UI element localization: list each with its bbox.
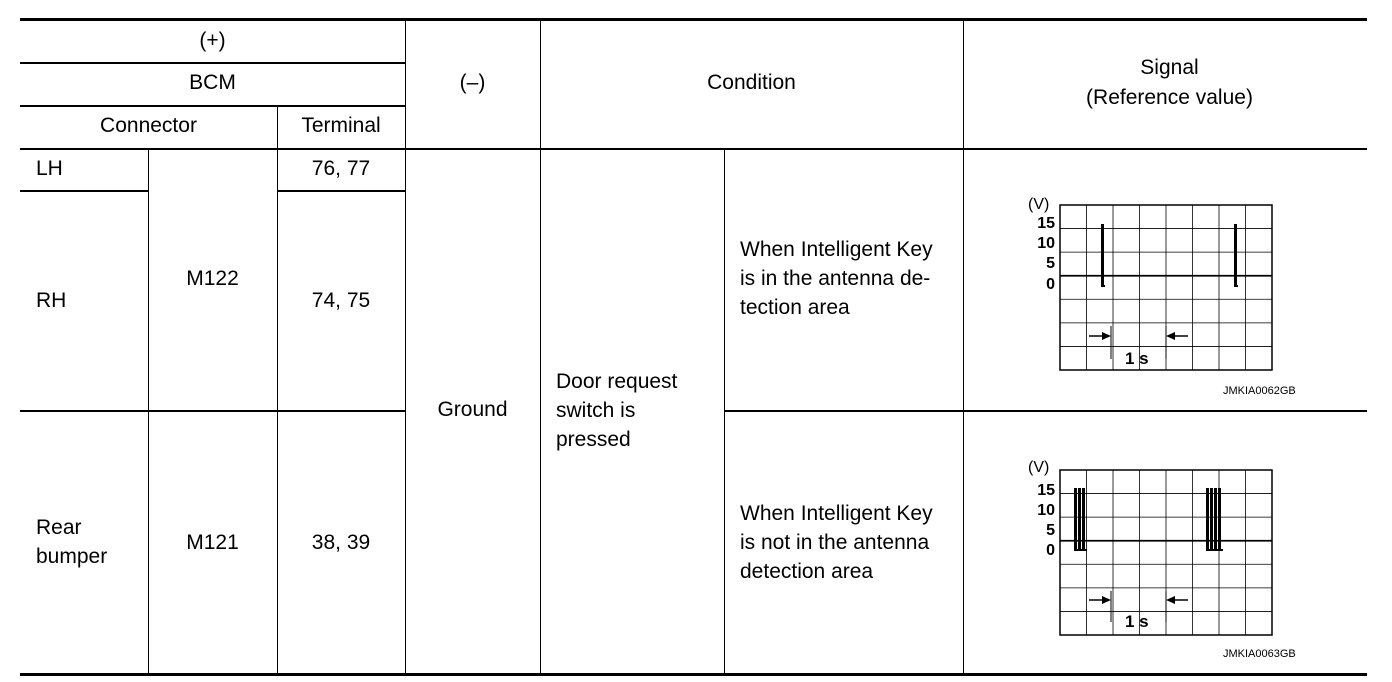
col-minus-right (540, 18, 541, 674)
header-bottom-rule (20, 148, 1367, 150)
waveform-unit-1: (V) (1028, 196, 1049, 213)
rule-plus (20, 62, 405, 64)
condition-out-line2: is not in the antenna (740, 531, 930, 554)
arrowhead-left-1 (1166, 332, 1175, 340)
side-lh: LH (36, 157, 63, 180)
waveform-unit-2: (V) (1028, 459, 1049, 476)
table-top-rule (20, 18, 1367, 21)
ref-code-1: JMKIA0062GB (1223, 385, 1296, 397)
arrowhead-left-2 (1166, 596, 1175, 604)
time-label-1: 1 s (1125, 349, 1149, 368)
pulse-burst-2b (1206, 488, 1223, 551)
header-signal-ref: (Reference value) (1086, 86, 1253, 109)
rule-condition-split (724, 410, 1367, 412)
pulse-burst-2a (1074, 488, 1087, 551)
ytick-15-1: 15 (1037, 215, 1055, 232)
ytick-5-2: 5 (1046, 522, 1055, 539)
connector-m121: M121 (186, 531, 239, 554)
ytick-5-1: 5 (1046, 255, 1055, 272)
condition-out-line1: When Intelligent Key (740, 502, 933, 525)
side-bumper: bumper (36, 545, 108, 568)
waveform-not-in-area: (V) 15 10 5 0 1 s (1028, 459, 1273, 636)
terminal-rh: 74, 75 (311, 289, 371, 312)
arrowhead-right-1 (1102, 332, 1111, 340)
table-bottom-rule (20, 673, 1367, 676)
ytick-10-2: 10 (1037, 502, 1055, 519)
condition-out-line3: detection area (740, 560, 874, 583)
rule-bcm (20, 105, 405, 107)
waveform-grid-2 (1059, 469, 1273, 636)
header-plus: (+) (199, 29, 226, 52)
condition-in-line1: When Intelligent Key (740, 238, 933, 261)
header-signal: Signal (1140, 56, 1199, 79)
ytick-10-1: 10 (1037, 235, 1055, 252)
col-terminal-left (277, 105, 278, 674)
pulse-1b (1234, 224, 1238, 287)
door-condition-line1: Door request (556, 370, 678, 393)
door-condition-line2: switch is (556, 399, 636, 422)
col-condition-inner (724, 148, 725, 674)
ref-code-2: JMKIA0063GB (1223, 648, 1296, 660)
arrowhead-right-2 (1102, 596, 1111, 604)
col-connector-inner (148, 148, 149, 674)
ground-cell: Ground (437, 398, 508, 421)
col-plus-right (405, 18, 406, 674)
ytick-0-1: 0 (1046, 276, 1055, 293)
terminal-lh: 76, 77 (311, 157, 371, 180)
rule-lh-terminal (277, 190, 405, 192)
header-condition: Condition (707, 71, 796, 94)
terminal-rear: 38, 39 (311, 531, 371, 554)
header-bcm: BCM (189, 71, 236, 94)
time-label-2: 1 s (1125, 612, 1149, 631)
connector-m122: M122 (186, 267, 239, 290)
ytick-0-2: 0 (1046, 542, 1055, 559)
header-terminal: Terminal (301, 114, 381, 137)
ytick-15-2: 15 (1037, 482, 1055, 499)
header-connector: Connector (100, 114, 197, 137)
condition-in-line2: is in the antenna de- (740, 267, 931, 290)
side-rear: Rear (36, 516, 82, 539)
side-rh: RH (36, 289, 67, 312)
pulse-1a (1101, 224, 1105, 287)
rule-rh-bottom (20, 410, 405, 412)
condition-in-line3: tection area (740, 296, 850, 319)
door-condition-line3: pressed (556, 428, 631, 451)
col-signal-left (963, 18, 964, 674)
waveform-in-area: (V) 15 10 5 0 1 s (1028, 196, 1273, 371)
rule-lh (20, 190, 148, 192)
header-minus: (–) (459, 71, 486, 94)
